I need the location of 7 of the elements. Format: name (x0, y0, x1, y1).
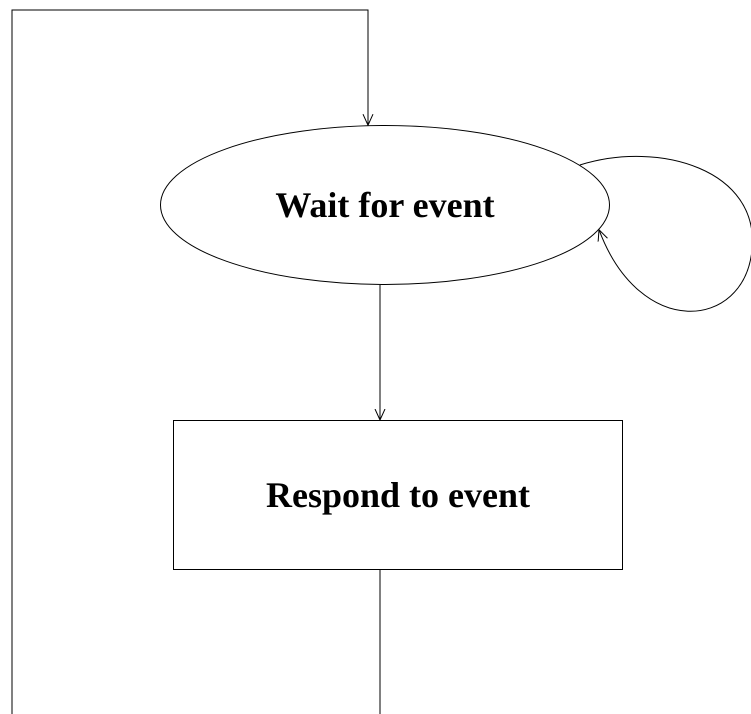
event-ellipse (160, 125, 610, 285)
arrow (374, 284, 386, 420)
process-box (173, 420, 623, 570)
node-label: Respond to event (266, 474, 530, 516)
self-loop-arrow (579, 156, 751, 312)
node-label: Wait for event (275, 184, 495, 226)
arrow (12, 10, 380, 714)
